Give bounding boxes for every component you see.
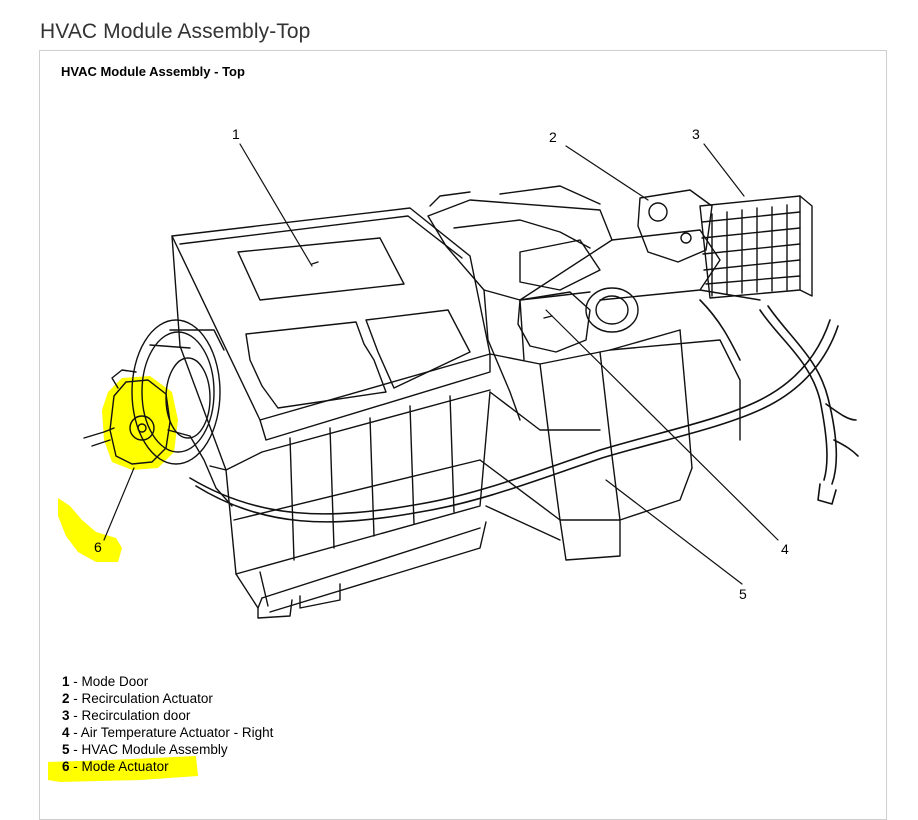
blower-housing bbox=[131, 319, 227, 471]
evaporator-housing bbox=[427, 185, 761, 561]
line-art bbox=[83, 143, 859, 619]
highlight-marks bbox=[48, 376, 198, 782]
callout-6: 6 bbox=[94, 539, 102, 555]
wiring-harness bbox=[189, 299, 859, 523]
callout-3: 3 bbox=[692, 126, 700, 142]
mode-actuator-highlight bbox=[102, 376, 178, 470]
mode-door-opening bbox=[237, 237, 405, 301]
module-top-face bbox=[171, 207, 491, 421]
recirculation-actuator-drawing bbox=[637, 189, 713, 263]
callout-6-highlight bbox=[58, 498, 122, 562]
legend-item: 1 - Mode Door bbox=[62, 674, 149, 689]
legend-item: 4 - Air Temperature Actuator - Right bbox=[62, 725, 274, 740]
legend-item: 6 - Mode Actuator bbox=[62, 759, 169, 774]
air-temperature-actuator-drawing bbox=[517, 287, 639, 353]
module-front-face bbox=[171, 235, 263, 609]
legend-item: 3 - Recirculation door bbox=[62, 708, 191, 723]
legend-item: 5 - HVAC Module Assembly bbox=[62, 742, 228, 757]
diagram-title: HVAC Module Assembly - Top bbox=[61, 64, 245, 79]
legend-item: 2 - Recirculation Actuator bbox=[62, 691, 213, 706]
recirculation-door-grid bbox=[699, 195, 813, 299]
callout-2: 2 bbox=[549, 129, 557, 145]
leader-lines bbox=[103, 143, 779, 585]
legend-6-highlight bbox=[48, 756, 198, 782]
legend: 1 - Mode Door 2 - Recirculation Actuator… bbox=[62, 673, 273, 775]
callout-4: 4 bbox=[781, 541, 789, 557]
page-title: HVAC Module Assembly-Top bbox=[40, 20, 311, 43]
callout-1: 1 bbox=[232, 126, 240, 142]
callout-5: 5 bbox=[739, 586, 747, 602]
